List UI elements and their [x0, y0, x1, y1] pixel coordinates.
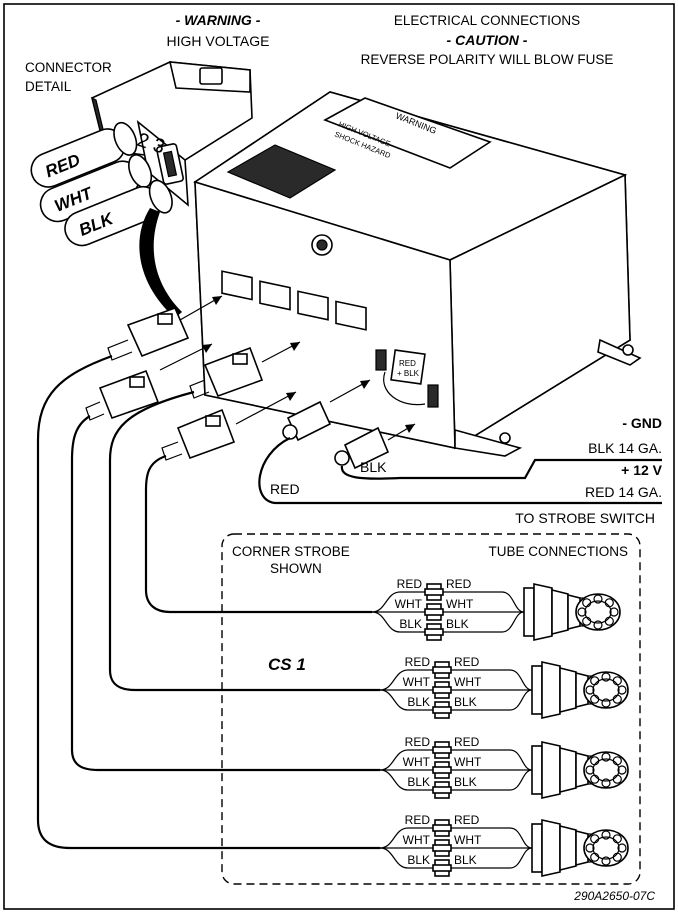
strobe-panel-border: [221, 533, 641, 885]
row-right-wire-label: WHT: [446, 597, 474, 611]
pos-wire-label: RED 14 GA.: [585, 484, 662, 500]
strobe-panel-left-line2: SHOWN: [270, 561, 322, 576]
gnd-label: - GND: [622, 415, 662, 431]
detail-pointer: [139, 208, 182, 318]
electrical-connections-title: ELECTRICAL CONNECTIONS: [394, 13, 580, 28]
row-left-wire-label: BLK: [407, 853, 430, 867]
strobe-row: RED WHT BLK RED WHT BLK: [379, 735, 629, 799]
row-left-wire-label: WHT: [403, 755, 431, 769]
connector-wire-bundle: RED WHT BLK: [30, 121, 173, 247]
row-right-wire-label: WHT: [454, 755, 482, 769]
row-right-wire-label: RED: [454, 813, 480, 827]
pos-label: + 12 V: [621, 462, 663, 478]
connector-detail-label-line2: DETAIL: [25, 79, 72, 94]
header: - WARNING - HIGH VOLTAGE ELECTRICAL CONN…: [167, 12, 614, 67]
polarity-label-line2: + BLK: [397, 369, 420, 378]
row-left-wire-label: BLK: [407, 775, 430, 789]
caution-subtitle: REVERSE POLARITY WILL BLOW FUSE: [361, 52, 614, 67]
polarity-label-box: [390, 349, 426, 385]
blk-lead-label: BLK: [360, 459, 387, 475]
part-number: 290A2650-07C: [573, 889, 655, 903]
insertion-arrows: [159, 295, 416, 441]
harness-wires: [36, 354, 380, 850]
power-leads: - GND BLK 14 GA. + 12 V RED 14 GA. RED B…: [258, 415, 663, 526]
plug-connectors: [85, 306, 390, 470]
strobe-row: RED WHT BLK RED WHT BLK: [379, 813, 629, 877]
strobe-row: RED WHT BLK RED WHT BLK: [371, 577, 621, 641]
row-right-wire-label: RED: [446, 577, 472, 591]
connector-sockets: [221, 270, 439, 408]
strobe-rows: RED WHT BLK RED WHT BLK RED WHT BLK RED WHT BLK RED W…: [371, 577, 629, 877]
strobe-model-name: CS 1: [268, 655, 306, 674]
strobe-tube: [531, 661, 629, 719]
row-right-wire-label: BLK: [454, 775, 477, 789]
warning-title: - WARNING -: [176, 12, 261, 28]
row-left-wire-label: RED: [405, 813, 431, 827]
strobe-panel-right-title: TUBE CONNECTIONS: [488, 544, 628, 559]
row-right-wire-label: WHT: [454, 833, 482, 847]
row-left-wire-label: RED: [405, 735, 431, 749]
row-right-wire-label: BLK: [454, 695, 477, 709]
row-right-wire-label: BLK: [446, 617, 469, 631]
connector-detail-label-line1: CONNECTOR: [25, 60, 112, 75]
gnd-wire-label: BLK 14 GA.: [588, 440, 662, 456]
row-left-wire-label: BLK: [407, 695, 430, 709]
strobe-row: RED WHT BLK RED WHT BLK: [379, 655, 629, 719]
row-right-wire-label: RED: [454, 735, 480, 749]
connector-detail: CONNECTOR DETAIL 1 2 3 RED WHT: [25, 60, 253, 318]
plug-1: [107, 306, 190, 361]
row-left-wire-label: BLK: [399, 617, 422, 631]
row-left-wire-label: RED: [397, 577, 423, 591]
outer-border: [3, 3, 675, 910]
row-right-wire-label: BLK: [454, 853, 477, 867]
row-left-wire-label: WHT: [395, 597, 423, 611]
red-lead-label: RED: [270, 481, 300, 497]
row-right-wire-label: RED: [454, 655, 480, 669]
caution-title: - CAUTION -: [447, 32, 528, 48]
plug-2: [85, 369, 160, 421]
plug-4: [161, 408, 236, 461]
blk-lead-terminal: [334, 426, 390, 470]
polarity-label-line1: RED: [399, 359, 416, 368]
row-left-wire-label: RED: [405, 655, 431, 669]
strobe-tube: [523, 583, 621, 641]
strobe-tube: [531, 819, 629, 877]
strobe-panel-left-line1: CORNER STROBE: [232, 544, 350, 559]
power-supply-box: WARNING HIGH VOLTAGE SHOCK HAZARD RED + …: [193, 91, 642, 457]
strobe-panel: CORNER STROBE SHOWN TUBE CONNECTIONS CS …: [221, 533, 641, 885]
strobe-switch-label: TO STROBE SWITCH: [515, 510, 655, 526]
row-left-wire-label: WHT: [403, 675, 431, 689]
strobe-tube: [531, 741, 629, 799]
row-left-wire-label: WHT: [403, 833, 431, 847]
row-right-wire-label: WHT: [454, 675, 482, 689]
warning-subtitle: HIGH VOLTAGE: [167, 33, 270, 49]
